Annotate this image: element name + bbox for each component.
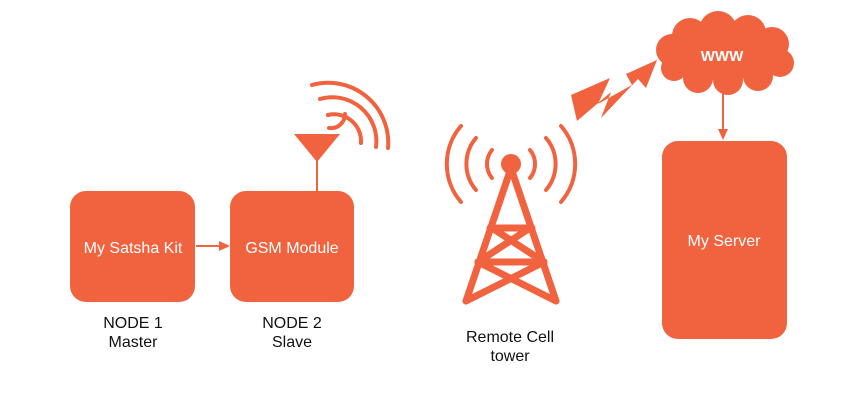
node-gsm-box (230, 191, 354, 302)
node-gsm-caption-line2: Slave (272, 334, 312, 351)
node-server: My Server (662, 141, 787, 339)
node-kit-caption-line2: Master (109, 334, 159, 351)
node-gsm-label: GSM Module (245, 240, 338, 257)
node-kit-label: My Satsha Kit (84, 240, 183, 257)
tower-caption-line1: Remote Cell (466, 329, 554, 346)
connector-cloud-to-server (718, 92, 728, 140)
cloud-icon: WWW (656, 11, 794, 95)
antenna-icon (294, 134, 340, 191)
node-gsm: GSM Module (230, 191, 354, 302)
node-kit-caption-line1: NODE 1 (103, 315, 163, 332)
cloud-label: WWW (701, 48, 744, 65)
cell-tower-icon (444, 124, 578, 305)
node-server-label: My Server (688, 233, 762, 250)
node-kit: My Satsha Kit (70, 191, 195, 302)
node-gsm-caption-line1: NODE 2 (262, 315, 322, 332)
tower-caption-line2: tower (490, 348, 530, 365)
node-kit-box (70, 191, 195, 302)
node-server-box (662, 141, 787, 339)
connector-kit-to-gsm (196, 241, 230, 251)
lightning-icon (571, 60, 657, 121)
signal-waves-icon (310, 80, 391, 150)
